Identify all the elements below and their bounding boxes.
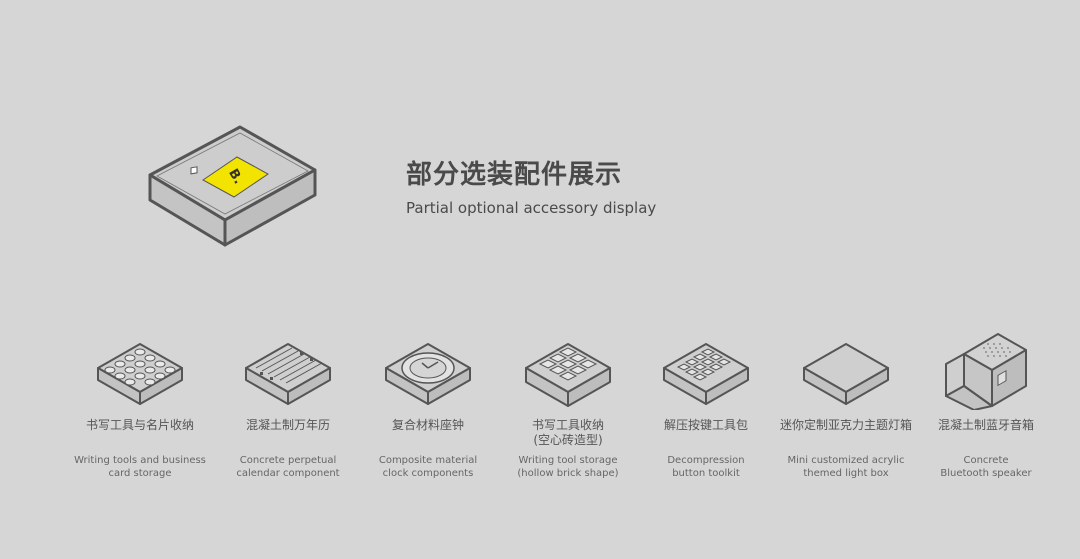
accessory-label-en: Writing tools and business card storage [74, 455, 206, 479]
accessory-item-1: 书写工具与名片收纳 Writing tools and business car… [70, 330, 210, 490]
keypad-icon [663, 343, 749, 405]
accessory-label-en: Decompression button toolkit [667, 455, 745, 479]
accessory-label-en: Concrete perpetual calendar component [236, 455, 340, 479]
accessory-item-4: 书写工具收纳 (空心砖造型) Writing tool storage (hol… [498, 330, 638, 490]
speaker-icon [945, 333, 1027, 410]
base-box-illustration: B. [148, 125, 317, 247]
accessory-item-3: 复合材料座钟 Composite material clock componen… [358, 330, 498, 490]
brand-logo-text: B. [225, 167, 245, 187]
title-block: 部分选装配件展示 Partial optional accessory disp… [406, 158, 656, 218]
accessory-label-en: Composite material clock components [378, 455, 478, 479]
accessory-list: 书写工具与名片收纳 Writing tools and business car… [70, 330, 1050, 490]
hollow-brick-icon [525, 343, 611, 407]
light-box-icon [803, 343, 889, 405]
page-title: 部分选装配件展示 [406, 160, 623, 190]
clock-icon [385, 343, 471, 405]
accessory-label-en: Writing tool storage (hollow brick shape… [517, 455, 619, 479]
calendar-block-icon [245, 343, 331, 405]
accessory-label-cn: 迷你定制亚克力主题灯箱 [779, 418, 912, 432]
honeycomb-tray-icon [97, 343, 183, 405]
accessory-label-cn: 混凝土制万年历 [245, 418, 330, 432]
accessory-label-cn: 解压按键工具包 [663, 418, 748, 432]
accessory-item-7: 混凝土制蓝牙音箱 Concrete Bluetooth speaker [916, 330, 1056, 490]
accessory-item-2: 混凝土制万年历 Concrete perpetual calendar comp… [218, 330, 358, 490]
accessory-label-cn: 书写工具收纳 (空心砖造型) [531, 418, 604, 447]
accessory-label-cn: 复合材料座钟 [391, 418, 464, 432]
accessory-label-en: Concrete Bluetooth speaker [940, 455, 1032, 479]
brand-label: B. [202, 156, 269, 198]
accessory-label-cn: 书写工具与名片收纳 [85, 418, 194, 432]
page-subtitle: Partial optional accessory display [406, 199, 657, 217]
accessory-label-cn: 混凝土制蓝牙音箱 [937, 418, 1034, 432]
accessory-item-6: 迷你定制亚克力主题灯箱 Mini customized acrylic them… [776, 330, 916, 490]
accessory-item-5: 解压按键工具包 Decompression button toolkit [636, 330, 776, 490]
accessory-label-en: Mini customized acrylic themed light box [787, 455, 905, 479]
